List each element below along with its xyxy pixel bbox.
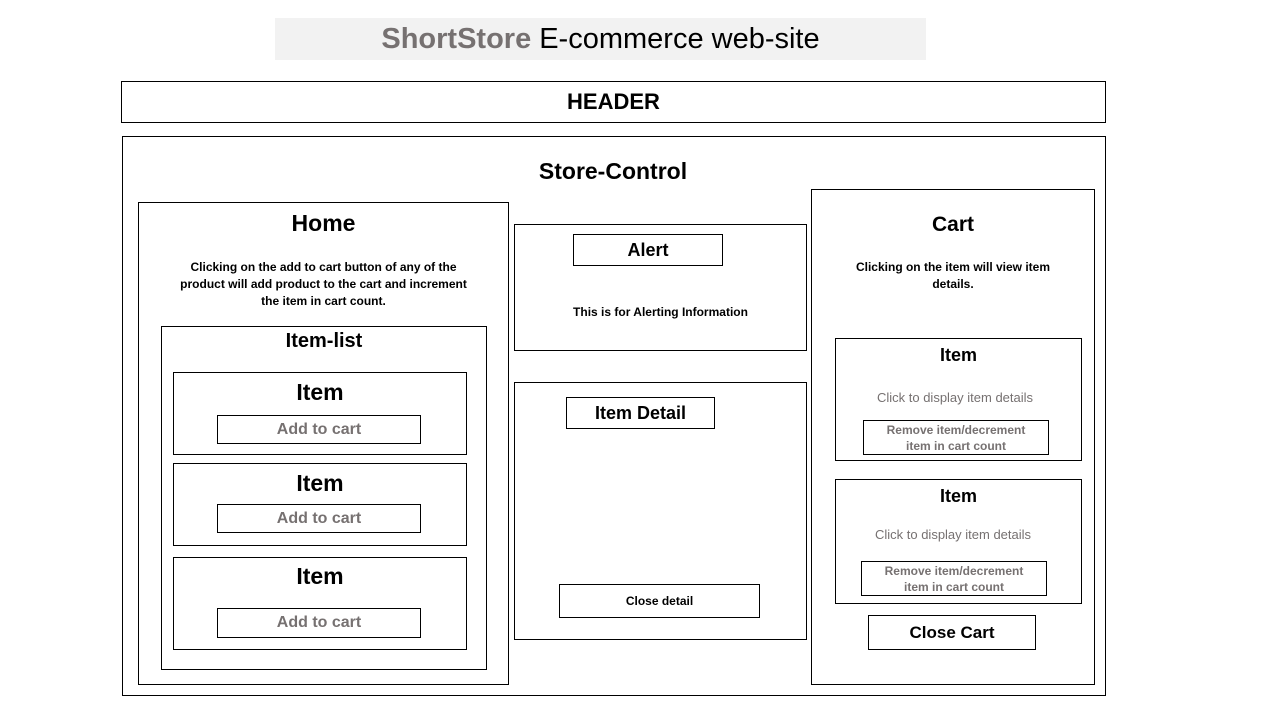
brand-name: ShortStore xyxy=(381,22,532,55)
cart-item-label: Item xyxy=(939,486,977,506)
cart-description: Clicking on the item will view item deta… xyxy=(830,259,1076,293)
add-to-cart-label: Add to cart xyxy=(276,509,362,527)
store-control-label: Store-Control xyxy=(538,158,688,184)
close-cart-button[interactable]: Close Cart xyxy=(868,615,1036,650)
site-subtitle: E-commerce web-site xyxy=(539,22,820,55)
item-detail-title-box: Item Detail xyxy=(566,397,715,429)
cart-item-label: Item xyxy=(939,345,977,365)
cart-item-hint: Click to display item details xyxy=(874,527,1032,542)
home-description: Clicking on the add to cart button of an… xyxy=(150,259,497,310)
header-label: HEADER xyxy=(567,89,660,114)
add-to-cart-label: Add to cart xyxy=(276,420,362,438)
list-item-label: Item xyxy=(296,563,344,589)
cart-title: Cart xyxy=(931,213,974,236)
remove-item-button[interactable]: Remove item/decrement item in cart count xyxy=(861,561,1047,596)
home-desc-line: the item in cart count. xyxy=(261,294,386,308)
remove-item-line: Remove item/decrement xyxy=(886,423,1026,437)
item-detail-title: Item Detail xyxy=(594,402,687,423)
item-list-title: Item-list xyxy=(285,330,363,352)
add-to-cart-label: Add to cart xyxy=(276,614,362,631)
list-item-label: Item xyxy=(296,379,344,405)
home-desc-line: Clicking on the add to cart button of an… xyxy=(190,260,457,274)
remove-item-line: item in cart count xyxy=(903,580,1004,594)
remove-item-button[interactable]: Remove item/decrement item in cart count xyxy=(863,420,1049,455)
list-item-label: Item xyxy=(296,470,344,496)
remove-item-line: Remove item/decrement xyxy=(884,564,1024,578)
close-detail-label: Close detail xyxy=(625,594,694,608)
cart-desc-line: details. xyxy=(932,277,974,291)
cart-desc-line: Clicking on the item will view item xyxy=(855,260,1051,274)
title-banner: ShortStore E-commerce web-site xyxy=(275,18,926,60)
alert-title: Alert xyxy=(627,239,669,260)
close-cart-label: Close Cart xyxy=(909,622,995,642)
remove-item-line: item in cart count xyxy=(905,439,1006,453)
add-to-cart-button[interactable]: Add to cart xyxy=(217,608,421,638)
header-box: HEADER xyxy=(121,81,1106,123)
home-title: Home xyxy=(291,210,356,236)
add-to-cart-button[interactable]: Add to cart xyxy=(217,504,421,533)
home-desc-line: product will add product to the cart and… xyxy=(180,277,467,291)
alert-text: This is for Alerting Information xyxy=(573,305,748,319)
cart-item-hint: Click to display item details xyxy=(876,390,1034,405)
close-detail-button[interactable]: Close detail xyxy=(559,584,760,618)
alert-title-box: Alert xyxy=(573,234,723,266)
add-to-cart-button[interactable]: Add to cart xyxy=(217,415,421,444)
